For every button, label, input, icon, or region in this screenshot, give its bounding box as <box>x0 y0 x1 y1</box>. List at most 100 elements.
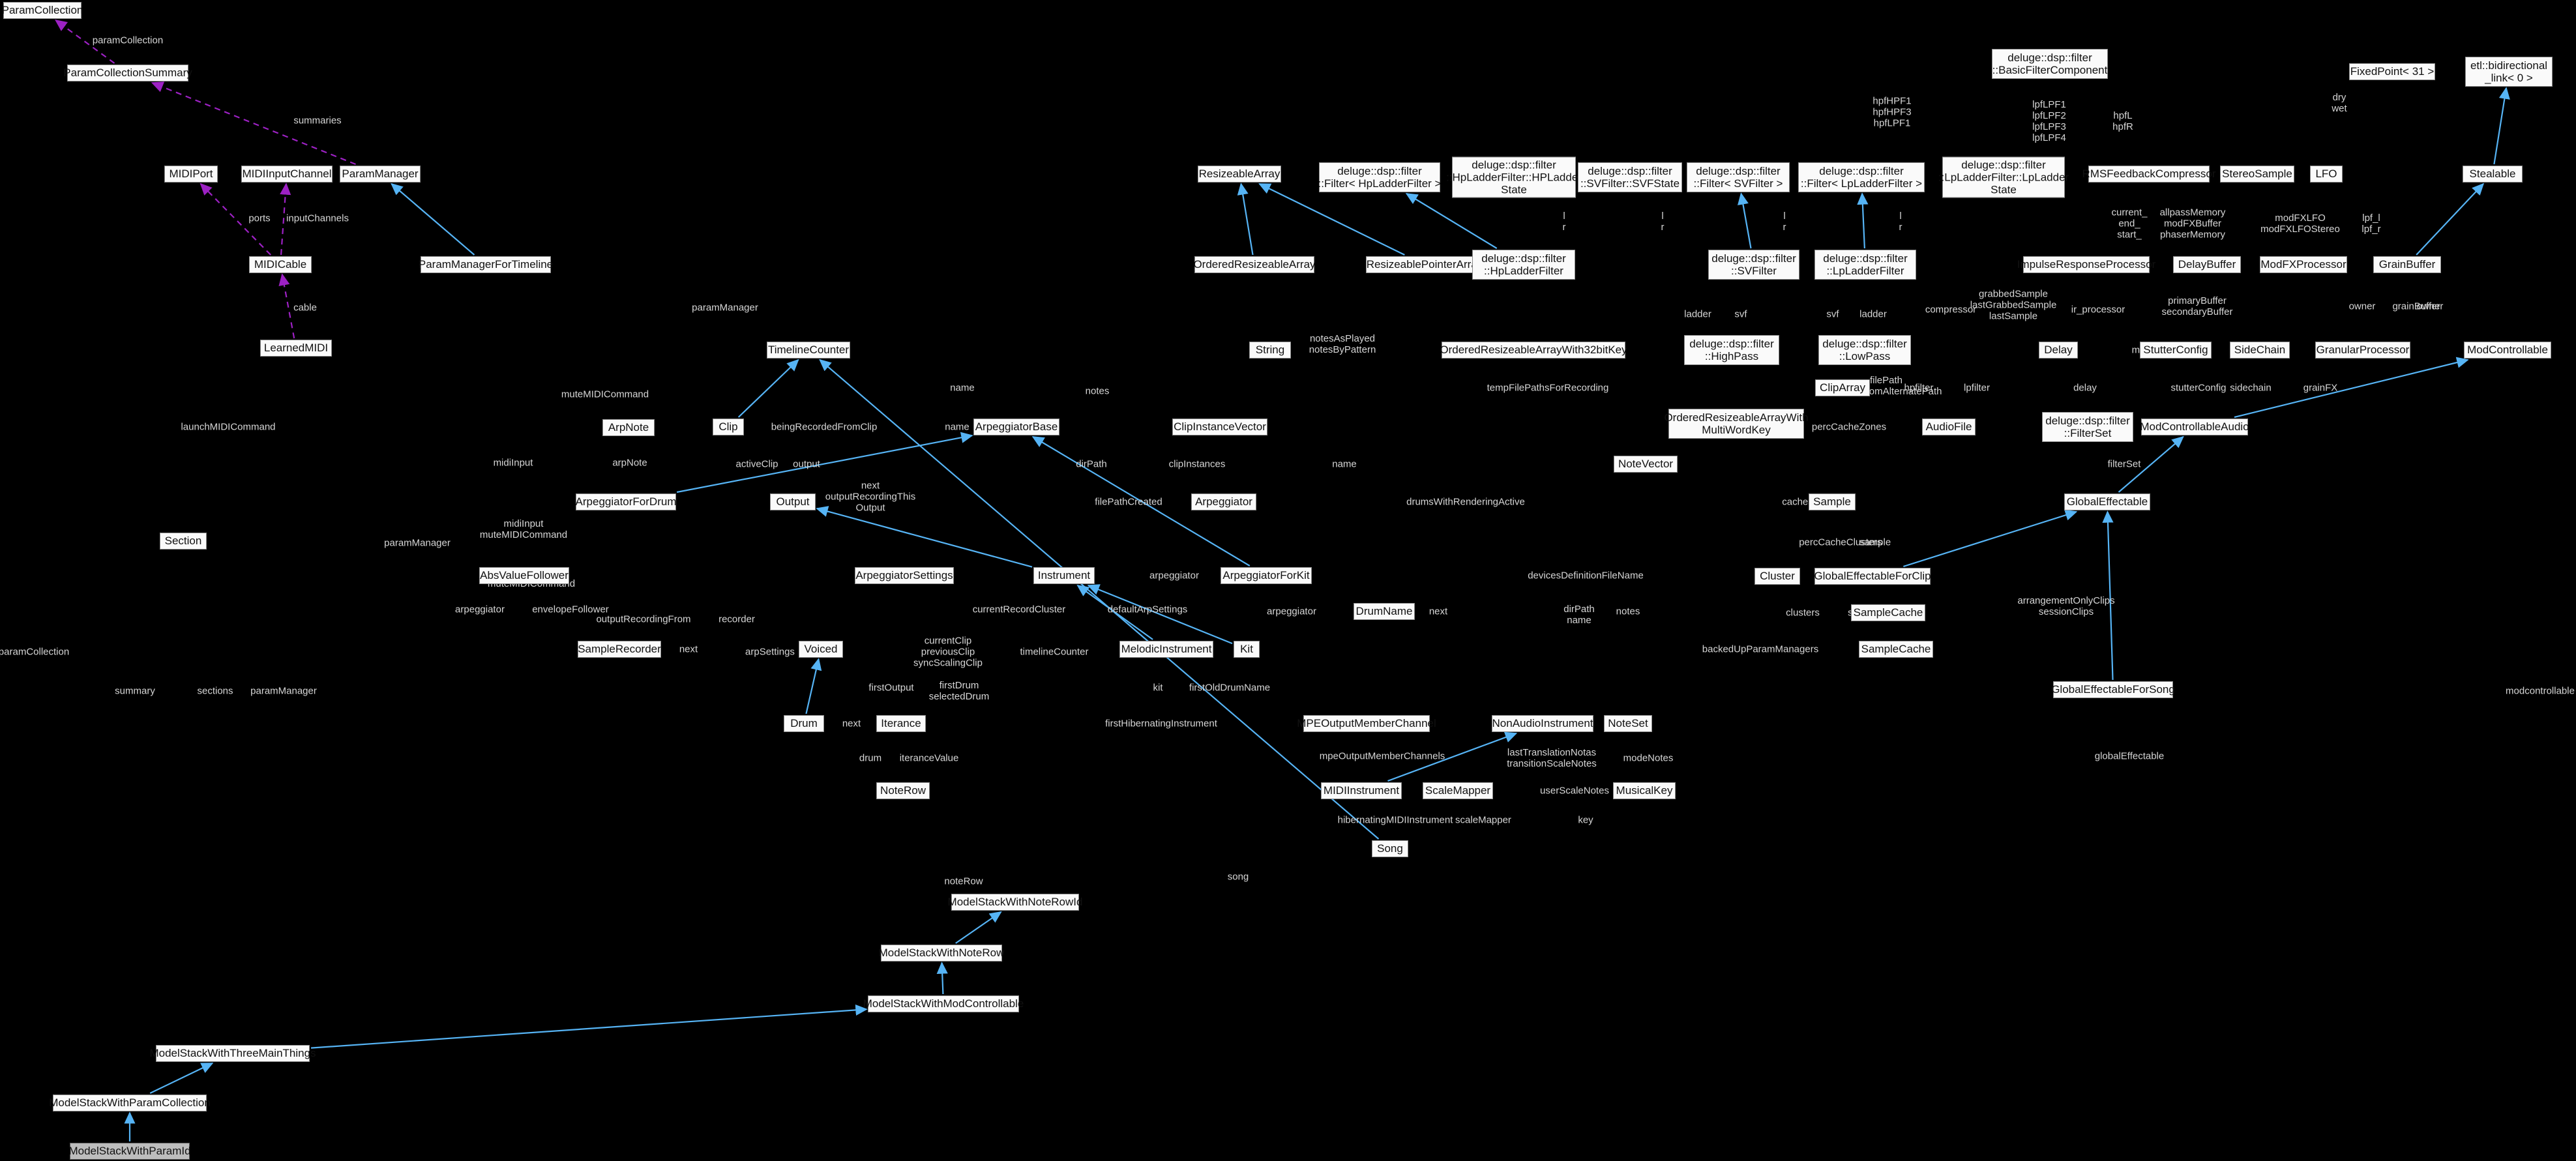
class-node-song[interactable]: Song <box>1372 840 1408 857</box>
edge-globalEffectableForClip-to-globalEffectable <box>1903 509 2078 568</box>
class-node-filterHpLadder[interactable]: deluge::dsp::filter ::Filter< HpLadderFi… <box>1318 162 1441 192</box>
class-node-output[interactable]: Output <box>770 493 816 510</box>
class-node-noteRow[interactable]: NoteRow <box>876 782 930 799</box>
edge-midiCable-to-midiPort <box>200 183 271 256</box>
class-node-fixedPoint[interactable]: FixedPoint< 31 > <box>2349 63 2435 80</box>
class-node-clipArray[interactable]: ClipArray <box>1815 379 1870 396</box>
class-node-sideChain[interactable]: SideChain <box>2230 342 2290 359</box>
edge-modControllableAudio-to-modControllable <box>2234 357 2469 419</box>
class-node-voiced[interactable]: Voiced <box>799 641 843 658</box>
class-node-modControllable[interactable]: ModControllable <box>2464 342 2551 359</box>
edge-song-to-timelineCounter <box>819 359 1380 840</box>
edge-arpeggiatorForKit-to-arpeggiatorBase <box>1031 436 1251 566</box>
class-node-delayBuffer[interactable]: DelayBuffer <box>2173 256 2241 273</box>
class-node-kit[interactable]: Kit <box>1234 641 1260 658</box>
class-node-sampleRecorder[interactable]: SampleRecorder <box>578 641 661 658</box>
class-node-modelStackWithModControllable[interactable]: ModelStackWithModControllable <box>863 995 1024 1012</box>
class-node-impulseResponseProcessor[interactable]: ImpulseResponseProcessor <box>2017 256 2155 273</box>
edge-modelStackWithNoteRow-to-modelStackWithNoteRowId <box>955 911 1002 944</box>
edge-arpeggiatorForDrum-to-arpeggiatorBase <box>676 432 973 493</box>
class-node-paramManagerForTimeline[interactable]: ParamManagerForTimeline <box>419 256 553 273</box>
edge-learnedMIDI-to-midiCable <box>278 273 295 339</box>
class-node-stereoSample[interactable]: StereoSample <box>2220 166 2294 183</box>
class-node-grainBuffer[interactable]: GrainBuffer <box>2373 256 2441 273</box>
class-node-modControllableAudio[interactable]: ModControllableAudio <box>2140 419 2249 435</box>
class-node-orderedResizeableArrayWithMultiWordKey[interactable]: OrderedResizeableArrayWith MultiWordKey <box>1664 409 1809 439</box>
class-node-midiInputChannel[interactable]: MIDIInputChannel <box>241 166 333 183</box>
class-node-filterSet[interactable]: deluge::dsp::filter ::FilterSet <box>2042 412 2133 442</box>
class-node-string[interactable]: String <box>1249 342 1291 359</box>
class-node-noteVector[interactable]: NoteVector <box>1614 456 1678 473</box>
class-node-stealable[interactable]: Stealable <box>2463 166 2523 183</box>
class-node-sampleCache[interactable]: SampleCache <box>1851 604 1925 621</box>
class-node-delay[interactable]: Delay <box>2039 342 2078 359</box>
edge-midiInstrument-to-nonAudioInstrument <box>1387 731 1518 782</box>
class-node-section[interactable]: Section <box>160 533 207 550</box>
edge-orderedResizeableArray-to-resizeableArray <box>1237 183 1254 256</box>
class-node-svFilter[interactable]: deluge::dsp::filter ::SVFilter <box>1708 250 1799 280</box>
class-node-orderedResizeableArray[interactable]: OrderedResizeableArray <box>1193 256 1316 273</box>
class-node-modFXProcessor[interactable]: ModFXProcessor <box>2260 256 2347 273</box>
class-node-modelStackWithThreeMainThings[interactable]: ModelStackWithThreeMainThings <box>149 1045 316 1062</box>
class-node-modelStackWithNoteRow[interactable]: ModelStackWithNoteRow <box>879 945 1004 962</box>
class-node-modelStackWithNoteRowId[interactable]: ModelStackWithNoteRowId <box>948 894 1082 911</box>
class-node-percCacheZones[interactable]: Sample <box>1809 493 1856 510</box>
class-node-drum[interactable]: Drum <box>784 715 824 732</box>
class-node-iterance[interactable]: Iterance <box>876 715 926 732</box>
class-node-paramManager[interactable]: ParamManager <box>340 166 421 183</box>
class-node-mpeOutputMemberChannel[interactable]: MPEOutputMemberChannel <box>1297 715 1436 732</box>
class-node-filterSvf[interactable]: deluge::dsp::filter ::Filter< SVFilter > <box>1687 162 1790 192</box>
class-node-modelStackWithParamId[interactable]: ModelStackWithParamId <box>68 1143 191 1160</box>
edge-globalEffectable-to-modControllableAudio <box>2118 435 2184 493</box>
class-node-learnedMIDI[interactable]: LearnedMIDI <box>260 340 332 357</box>
class-node-cluster[interactable]: Cluster <box>1754 568 1800 585</box>
class-node-sampleCache2[interactable]: SampleCache <box>1859 641 1933 658</box>
class-node-melodicInstrument[interactable]: MelodicInstrument <box>1119 641 1213 658</box>
class-node-timelineCounter[interactable]: TimelineCounter <box>767 342 850 359</box>
class-node-svfState[interactable]: deluge::dsp::filter ::SVFilter::SVFState <box>1578 162 1682 192</box>
class-node-filterHighPass[interactable]: deluge::dsp::filter ::HighPass <box>1684 335 1779 365</box>
class-node-noteSet[interactable]: NoteSet <box>1604 715 1652 732</box>
class-node-clip[interactable]: Clip <box>713 419 744 435</box>
class-node-arpeggiatorForDrum[interactable]: ArpeggiatorForDrum <box>576 493 676 510</box>
class-node-midiPort[interactable]: MIDIPort <box>164 166 218 183</box>
class-node-lpLadderFilter[interactable]: deluge::dsp::filter ::LpLadderFilter <box>1814 250 1916 280</box>
class-node-rmsFeedbackCompressor[interactable]: RMSFeedbackCompressor <box>2082 166 2216 183</box>
class-node-audioFile[interactable]: AudioFile <box>1922 419 1976 435</box>
class-node-hpLadderState[interactable]: deluge::dsp::filter ::HpLadderFilter::HP… <box>1446 156 1582 198</box>
class-node-granularProcessor[interactable]: GranularProcessor <box>2315 342 2410 359</box>
edge-paramManager-to-paramCollectionSummary <box>151 81 356 166</box>
edge-lpLadderFilter-to-filterLpLadder <box>1857 192 1869 249</box>
class-node-arpeggiator[interactable]: Arpeggiator <box>1191 493 1256 510</box>
class-node-midiCable[interactable]: MIDICable <box>249 256 312 273</box>
class-node-lpLadderState[interactable]: deluge::dsp::filter ::LpLadderFilter::Lp… <box>1938 156 2069 198</box>
class-node-resizeablePointerArray[interactable]: ResizeablePointerArray <box>1366 256 1483 273</box>
class-node-arpeggiatorSettings[interactable]: ArpeggiatorSettings <box>855 567 954 584</box>
class-node-basicFilterComponent[interactable]: deluge::dsp::filter ::BasicFilterCompone… <box>1992 49 2108 79</box>
class-node-arpNote[interactable]: ArpNote <box>602 419 655 436</box>
class-node-nonAudioInstrument[interactable]: NonAudioInstrument <box>1492 715 1593 732</box>
class-node-midiInstrument[interactable]: MIDIInstrument <box>1321 782 1402 799</box>
class-node-clipInstanceVector[interactable]: ClipInstanceVector <box>1172 419 1267 435</box>
class-node-filterLowPass[interactable]: deluge::dsp::filter ::LowPass <box>1818 335 1911 365</box>
class-node-drumName[interactable]: DrumName <box>1354 603 1415 620</box>
class-node-musicalKey[interactable]: MusicalKey <box>1613 782 1676 799</box>
class-node-orderedResizeableArrayWith32bitKey[interactable]: OrderedResizeableArrayWith32bitKey <box>1440 342 1627 359</box>
class-node-globalEffectableForClip[interactable]: GlobalEffectableForClip <box>1814 568 1931 585</box>
class-node-paramCollection[interactable]: ParamCollection <box>2 2 83 19</box>
class-node-instrument[interactable]: Instrument <box>1033 567 1095 584</box>
class-node-globalEffectableForSong[interactable]: GlobalEffectableForSong <box>2051 681 2175 698</box>
class-node-bidirectionalLink[interactable]: etl::bidirectional _link< 0 > <box>2465 57 2553 87</box>
class-node-scaleMapper[interactable]: ScaleMapper <box>1423 782 1493 799</box>
class-node-globalEffectable[interactable]: GlobalEffectable <box>2064 493 2150 510</box>
class-node-resizeableArray[interactable]: ResizeableArray <box>1198 166 1281 183</box>
class-node-arpeggiatorBase[interactable]: ArpeggiatorBase <box>973 419 1059 435</box>
class-node-modelStackWithParamCollection[interactable]: ModelStackWithParamCollection <box>49 1095 211 1111</box>
class-node-stutterConfig[interactable]: StutterConfig <box>2140 342 2212 359</box>
class-node-absValueFollower[interactable]: AbsValueFollower <box>479 567 569 584</box>
class-node-paramCollectionSummary[interactable]: ParamCollectionSummary <box>63 65 192 81</box>
class-node-filterLpLadder[interactable]: deluge::dsp::filter ::Filter< LpLadderFi… <box>1798 162 1925 192</box>
class-node-hpLadderFilter[interactable]: deluge::dsp::filter ::HpLadderFilter <box>1472 250 1575 280</box>
class-node-arpeggiatorForKit[interactable]: ArpeggiatorForKit <box>1221 567 1312 584</box>
class-node-lfo[interactable]: LFO <box>2310 166 2343 183</box>
